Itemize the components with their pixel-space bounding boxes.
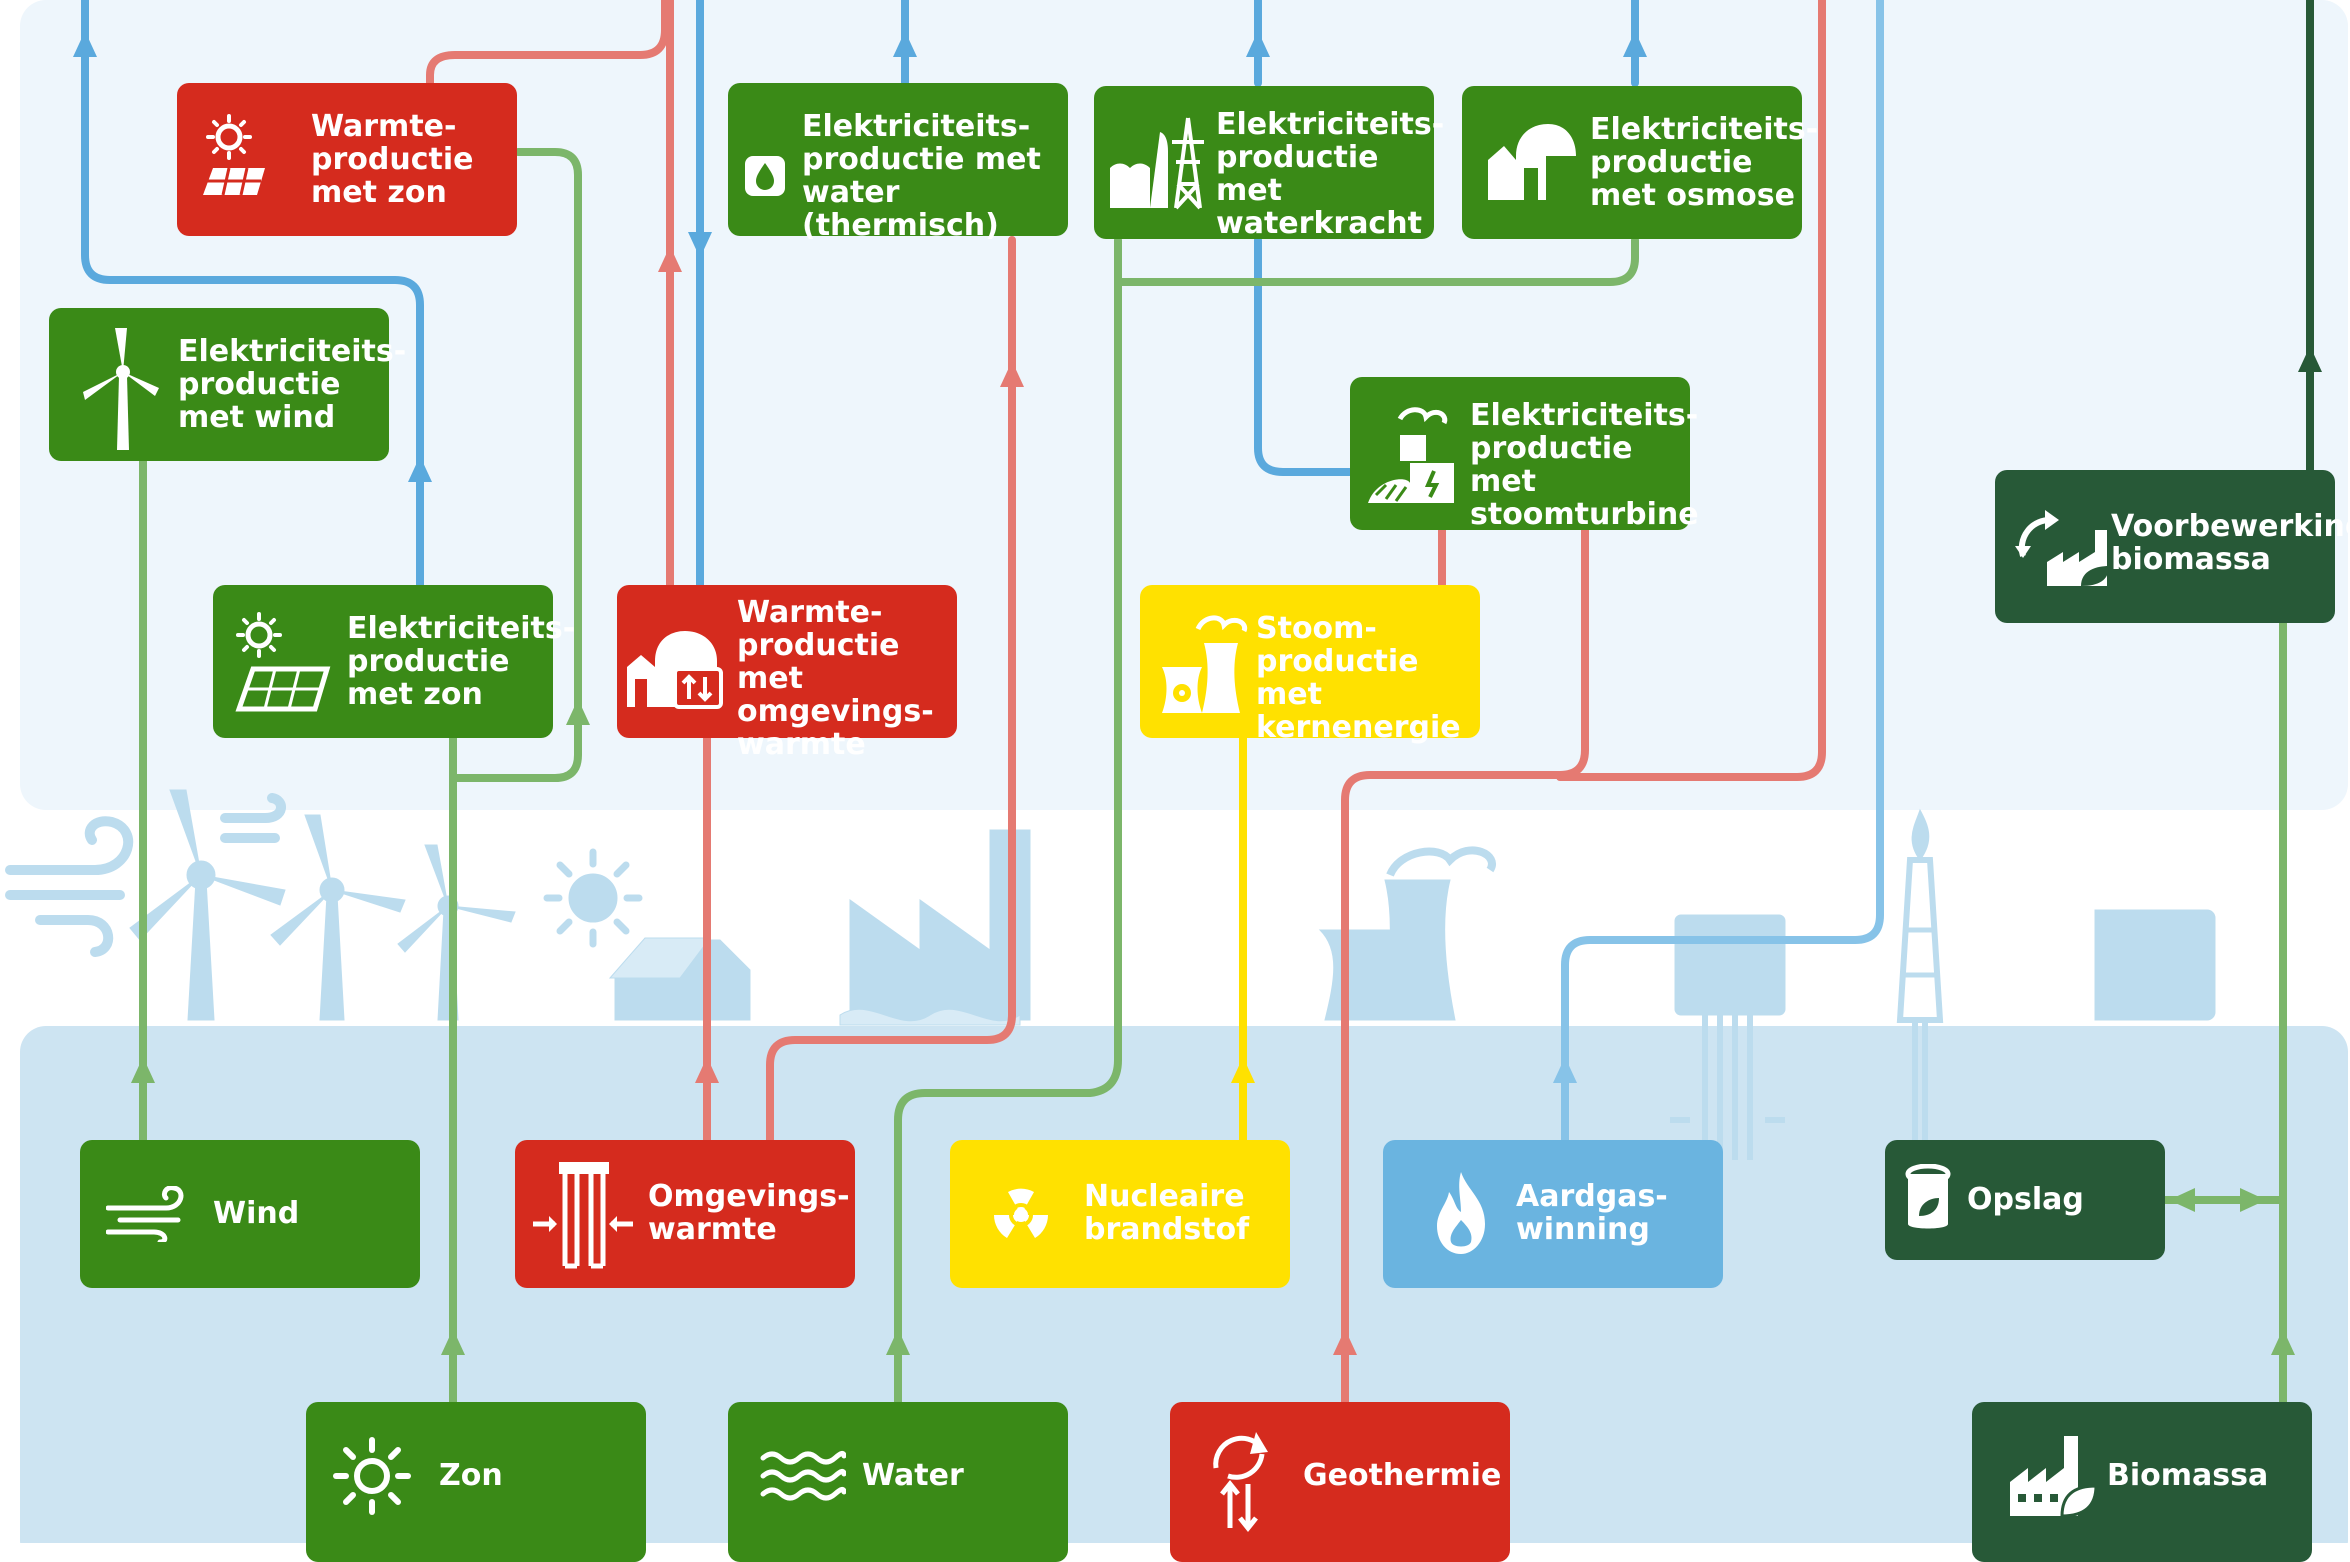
sun-solar-panel-icon xyxy=(235,612,331,712)
arrowhead-up-red xyxy=(1333,1329,1357,1355)
arrowhead-up-green xyxy=(886,1329,910,1355)
arrowhead-up-blue xyxy=(893,31,917,57)
wind-gust-icon xyxy=(5,793,286,957)
sun-solar-panel-icon xyxy=(203,114,265,196)
node-wind[interactable]: Wind xyxy=(80,1140,420,1288)
osmosis-plant-icon xyxy=(1488,124,1576,200)
node-water[interactable]: Water xyxy=(728,1402,1068,1562)
arrowhead-up-red xyxy=(1000,361,1024,387)
arrowhead-up-yellow xyxy=(1231,1057,1255,1083)
gas-drilling-rig-silhouette xyxy=(1896,808,1944,1140)
arrowhead-up-light-blue xyxy=(1553,1057,1577,1083)
flow-connections xyxy=(81,0,2314,1406)
connection-red-geothermie xyxy=(1341,526,1589,1406)
windmill-silhouette-2 xyxy=(270,814,406,1021)
storage-tank-icon xyxy=(1905,1164,1951,1229)
factory-silhouette xyxy=(839,829,1031,1026)
node-elek-wind[interactable]: Elektriciteits- productie met wind xyxy=(49,308,406,461)
arrowhead-down-blue xyxy=(688,232,712,258)
node-label: Elektriciteits- productie met wind xyxy=(178,334,407,435)
arrowhead-up-blue xyxy=(408,456,432,482)
flame-icon xyxy=(1437,1172,1485,1254)
node-label: Aardgas- winning xyxy=(1516,1179,1668,1247)
node-elek-zon[interactable]: Elektriciteits- productie met zon xyxy=(213,585,575,738)
sun-icon xyxy=(333,1437,411,1515)
storage-tank-silhouette xyxy=(2094,909,2216,1021)
node-label: Opslag xyxy=(1967,1182,2084,1217)
arrowhead-right-green xyxy=(2240,1188,2266,1212)
arrowhead-left-green xyxy=(2169,1188,2195,1212)
waves-icon xyxy=(760,1450,846,1501)
node-warmte-zon[interactable]: Warmte- productie met zon xyxy=(177,83,517,236)
node-label: Elektriciteits- productie met stoomturbi… xyxy=(1470,398,1699,532)
node-aardgaswinning[interactable]: Aardgas- winning xyxy=(1383,1140,1723,1288)
arrowhead-up-blue xyxy=(73,31,97,57)
node-label: Biomassa xyxy=(2107,1458,2269,1493)
geothermal-cycle-icon xyxy=(1213,1432,1268,1532)
node-elek-osmose[interactable]: Elektriciteits- productie met osmose xyxy=(1462,86,1818,239)
wind-icon xyxy=(106,1186,184,1242)
node-label: Elektriciteits- productie met osmose xyxy=(1590,112,1819,213)
house-solar-silhouette xyxy=(608,937,751,1021)
nuclear-plant-icon xyxy=(1162,615,1248,713)
dam-pylon-icon xyxy=(1110,117,1204,210)
arrowhead-up-green xyxy=(441,1329,465,1355)
node-opslag[interactable]: Opslag xyxy=(1885,1140,2165,1260)
wind-turbine-icon xyxy=(83,328,159,450)
water-drop-icon xyxy=(745,156,785,196)
node-label: Voorbewerking biomassa xyxy=(2111,509,2350,577)
factory-leaf-icon xyxy=(2010,1436,2098,1518)
node-elek-stoomturbine[interactable]: Elektriciteits- productie met stoomturbi… xyxy=(1350,377,1699,531)
connection-green-osmose-waterkracht xyxy=(1114,236,1639,286)
connection-green-water xyxy=(894,236,1122,1406)
node-nucleaire-brandstof[interactable]: Nucleaire brandstof xyxy=(950,1140,1290,1288)
node-elek-waterkracht[interactable]: Elektriciteits- productie met waterkrach… xyxy=(1094,86,1444,240)
node-label: Warmte- productie met omgevings- warmte xyxy=(737,595,934,762)
node-label: Elektriciteits- productie met zon xyxy=(347,611,576,712)
arrowhead-up-red xyxy=(695,1057,719,1083)
arrowhead-up-darkgreen xyxy=(2298,346,2322,372)
node-label: Stoom- productie met kernenergie xyxy=(1256,611,1461,745)
node-voorbewerking-biomassa[interactable]: Voorbewerking biomassa xyxy=(1995,470,2350,623)
arrowhead-up-green xyxy=(566,699,590,725)
node-geothermie[interactable]: Geothermie xyxy=(1170,1402,1510,1562)
arrowhead-up-blue xyxy=(1623,31,1647,57)
node-label: Water xyxy=(862,1458,964,1493)
node-label: Wind xyxy=(213,1196,300,1231)
connection-red-right xyxy=(1556,0,1826,781)
arrowhead-up-blue xyxy=(1246,31,1270,57)
arrowhead-up-green xyxy=(131,1057,155,1083)
node-label: Elektriciteits- productie met waterkrach… xyxy=(1216,107,1445,241)
node-omgevingswarmte[interactable]: Omgevings- warmte xyxy=(515,1140,855,1288)
recycle-factory-icon xyxy=(2015,510,2109,586)
node-label: Warmte- productie met zon xyxy=(311,109,474,210)
connection-red-thermisch xyxy=(766,236,1016,1144)
flow-arrowheads xyxy=(73,31,2322,1355)
connection-light-blue-aardgas xyxy=(1561,0,1884,1144)
node-stoom-kernenergie[interactable]: Stoom- productie met kernenergie xyxy=(1140,585,1480,744)
connection-green-warmte-zon xyxy=(451,148,582,782)
node-label: Omgevings- warmte xyxy=(648,1179,850,1247)
node-label: Zon xyxy=(439,1458,503,1493)
node-zon[interactable]: Zon xyxy=(306,1402,646,1562)
ground-heat-icon xyxy=(533,1162,633,1269)
node-label: Elektriciteits- productie met water (the… xyxy=(802,109,1041,243)
node-label: Nucleaire brandstof xyxy=(1084,1179,1250,1247)
sun-silhouette-icon xyxy=(543,848,643,948)
node-warmte-omgevingswarmte[interactable]: Warmte- productie met omgevings- warmte xyxy=(617,585,957,761)
connection-blue-left-edge xyxy=(81,0,424,589)
steam-turbine-icon xyxy=(1368,407,1454,503)
arrowhead-up-red xyxy=(658,246,682,272)
node-elek-water-thermisch[interactable]: Elektriciteits- productie met water (the… xyxy=(728,83,1068,242)
arrowhead-up-green xyxy=(2271,1329,2295,1355)
node-biomassa[interactable]: Biomassa xyxy=(1972,1402,2312,1562)
heat-pump-icon xyxy=(627,631,723,709)
radiation-icon xyxy=(994,1188,1048,1238)
windmill-silhouette-1 xyxy=(129,789,286,1021)
connection-red-warmte-zon xyxy=(426,0,669,87)
node-label: Geothermie xyxy=(1303,1458,1502,1493)
